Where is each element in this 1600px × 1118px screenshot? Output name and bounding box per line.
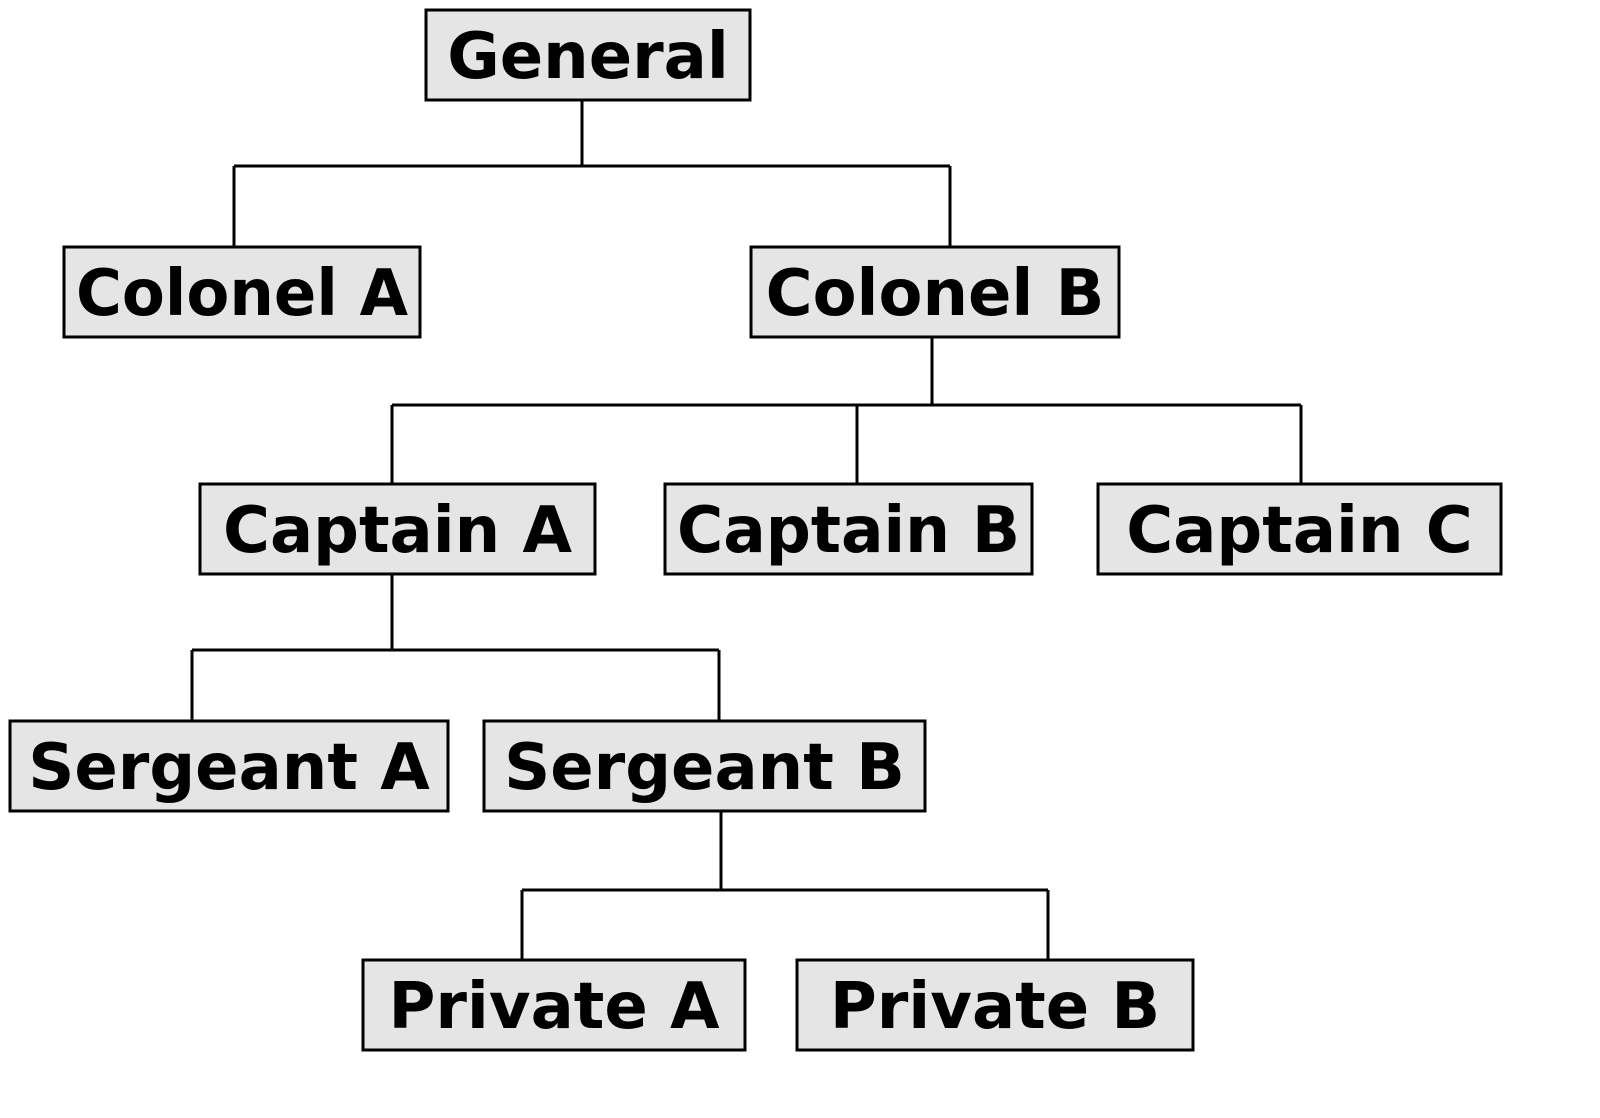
connector-lines — [190, 100, 1303, 960]
node-sergeant-a: Sergeant A — [8, 719, 450, 813]
node-private-a: Private A — [361, 958, 747, 1052]
node-box-private-a — [361, 958, 747, 1052]
node-label-private-b: Private B — [830, 970, 1160, 1044]
node-box-colonel-a — [62, 245, 422, 339]
node-box-captain-c — [1096, 482, 1503, 576]
node-colonel-b: Colonel B — [749, 245, 1121, 339]
node-box-captain-a — [198, 482, 597, 576]
node-box-sergeant-a — [8, 719, 450, 813]
node-captain-c: Captain C — [1096, 482, 1503, 576]
node-label-colonel-b: Colonel B — [766, 257, 1105, 331]
node-box-captain-b — [663, 482, 1034, 576]
node-box-general — [424, 8, 752, 102]
node-colonel-a: Colonel A — [62, 245, 422, 339]
node-general: General — [424, 8, 752, 102]
node-label-sergeant-a: Sergeant A — [28, 731, 430, 805]
node-label-captain-b: Captain B — [677, 494, 1020, 568]
node-label-captain-a: Captain A — [223, 494, 573, 568]
node-label-private-a: Private A — [388, 970, 720, 1044]
node-private-b: Private B — [795, 958, 1195, 1052]
node-captain-a: Captain A — [198, 482, 597, 576]
node-box-sergeant-b — [482, 719, 927, 813]
node-label-sergeant-b: Sergeant B — [504, 731, 905, 805]
node-box-private-b — [795, 958, 1195, 1052]
node-label-general: General — [447, 20, 729, 94]
node-box-colonel-b — [749, 245, 1121, 339]
node-sergeant-b: Sergeant B — [482, 719, 927, 813]
node-label-captain-c: Captain C — [1126, 494, 1473, 568]
node-label-colonel-a: Colonel A — [76, 257, 408, 331]
node-captain-b: Captain B — [663, 482, 1034, 576]
